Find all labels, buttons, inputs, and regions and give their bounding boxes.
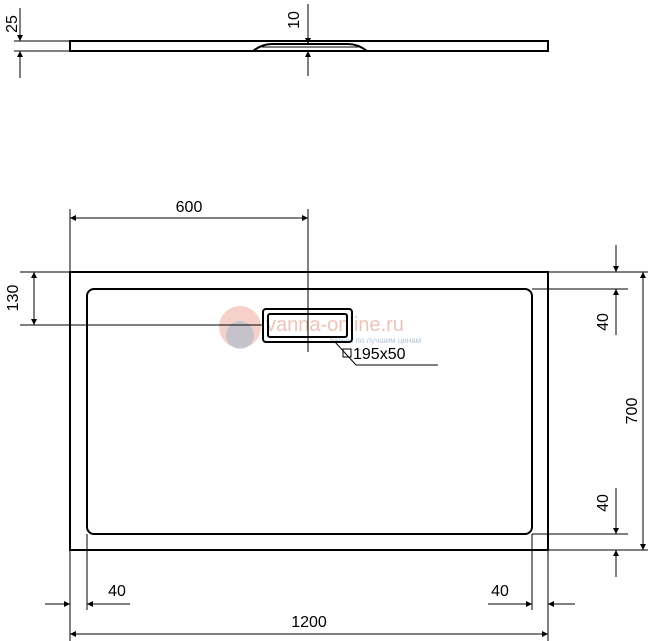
dim-length-total: 1200	[291, 614, 327, 631]
dim-border-top: 40	[595, 313, 612, 331]
tray-outline	[69, 271, 549, 551]
watermark-text: vanna-online.ru	[266, 314, 404, 336]
square-symbol-icon	[342, 348, 352, 358]
watermark: vanna-online.ru ванны по лучшим ценам	[219, 306, 421, 349]
dim-border-right: 40	[491, 583, 509, 600]
dim-drain-size: 195x50	[353, 346, 406, 363]
tray-side-profile	[69, 40, 549, 52]
dim-width-total: 700	[624, 398, 641, 425]
tray-inner-surface	[86, 288, 533, 535]
dim-border-bottom: 40	[595, 494, 612, 512]
watermark-subtext: ванны по лучшим ценам	[330, 336, 421, 345]
plan-view: 600 130 195x50 40 700 40 40	[5, 199, 648, 641]
dim-drain-offset: 600	[176, 199, 203, 216]
dim-side-thickness: 25	[4, 15, 21, 33]
dim-border-left: 40	[108, 583, 126, 600]
dim-drain-from-top: 130	[5, 285, 22, 312]
side-view: 25 10	[4, 4, 549, 78]
dim-drain-depth: 10	[286, 11, 303, 29]
watermark-logo-icon	[219, 306, 261, 348]
drain-recess-profile	[252, 43, 368, 52]
